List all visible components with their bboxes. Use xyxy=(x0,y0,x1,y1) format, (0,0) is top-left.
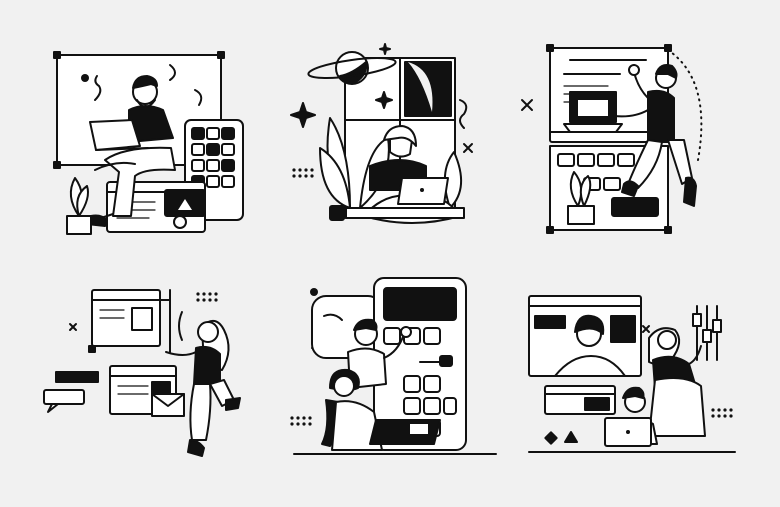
plant-icon xyxy=(567,171,595,225)
triangle-icon xyxy=(564,431,578,443)
cross-icon xyxy=(521,99,533,111)
cross-icon xyxy=(69,323,77,331)
laptop-icon xyxy=(563,91,623,133)
plant-icon xyxy=(66,177,92,235)
sparkle-icon xyxy=(290,43,393,128)
laptop-icon xyxy=(397,177,449,205)
person-icon xyxy=(347,318,412,389)
dots-icon xyxy=(196,292,218,302)
planet-icon xyxy=(307,51,397,85)
chat-bubble-icon xyxy=(43,371,99,413)
person-icon xyxy=(648,327,706,437)
slider-controls-icon xyxy=(692,305,722,361)
illustration-man-jumping-web-ui xyxy=(520,40,720,240)
illustration-video-call-team xyxy=(525,290,740,470)
browser-window-icon xyxy=(528,295,642,377)
illustration-woman-at-window xyxy=(290,40,490,240)
person-icon xyxy=(86,75,176,227)
envelope-icon xyxy=(151,393,185,417)
dots-icon xyxy=(292,168,314,178)
illustration-woman-floating-windows xyxy=(40,282,250,482)
phone-icon xyxy=(373,277,467,451)
browser-window-icon xyxy=(544,385,616,415)
laptop-icon xyxy=(369,419,441,445)
person-icon xyxy=(321,368,383,451)
person-icon xyxy=(613,64,697,207)
illustration-man-on-phone xyxy=(45,50,255,240)
dots-icon xyxy=(290,416,312,426)
browser-window-icon xyxy=(88,289,171,353)
laptop-icon xyxy=(604,417,652,447)
illustration-team-at-phone xyxy=(290,270,500,470)
phone-grid-icon xyxy=(184,119,244,221)
dots-icon xyxy=(711,408,733,418)
browser-card-icon xyxy=(106,181,206,233)
person-icon xyxy=(165,311,241,457)
laptop-icon xyxy=(89,119,149,151)
